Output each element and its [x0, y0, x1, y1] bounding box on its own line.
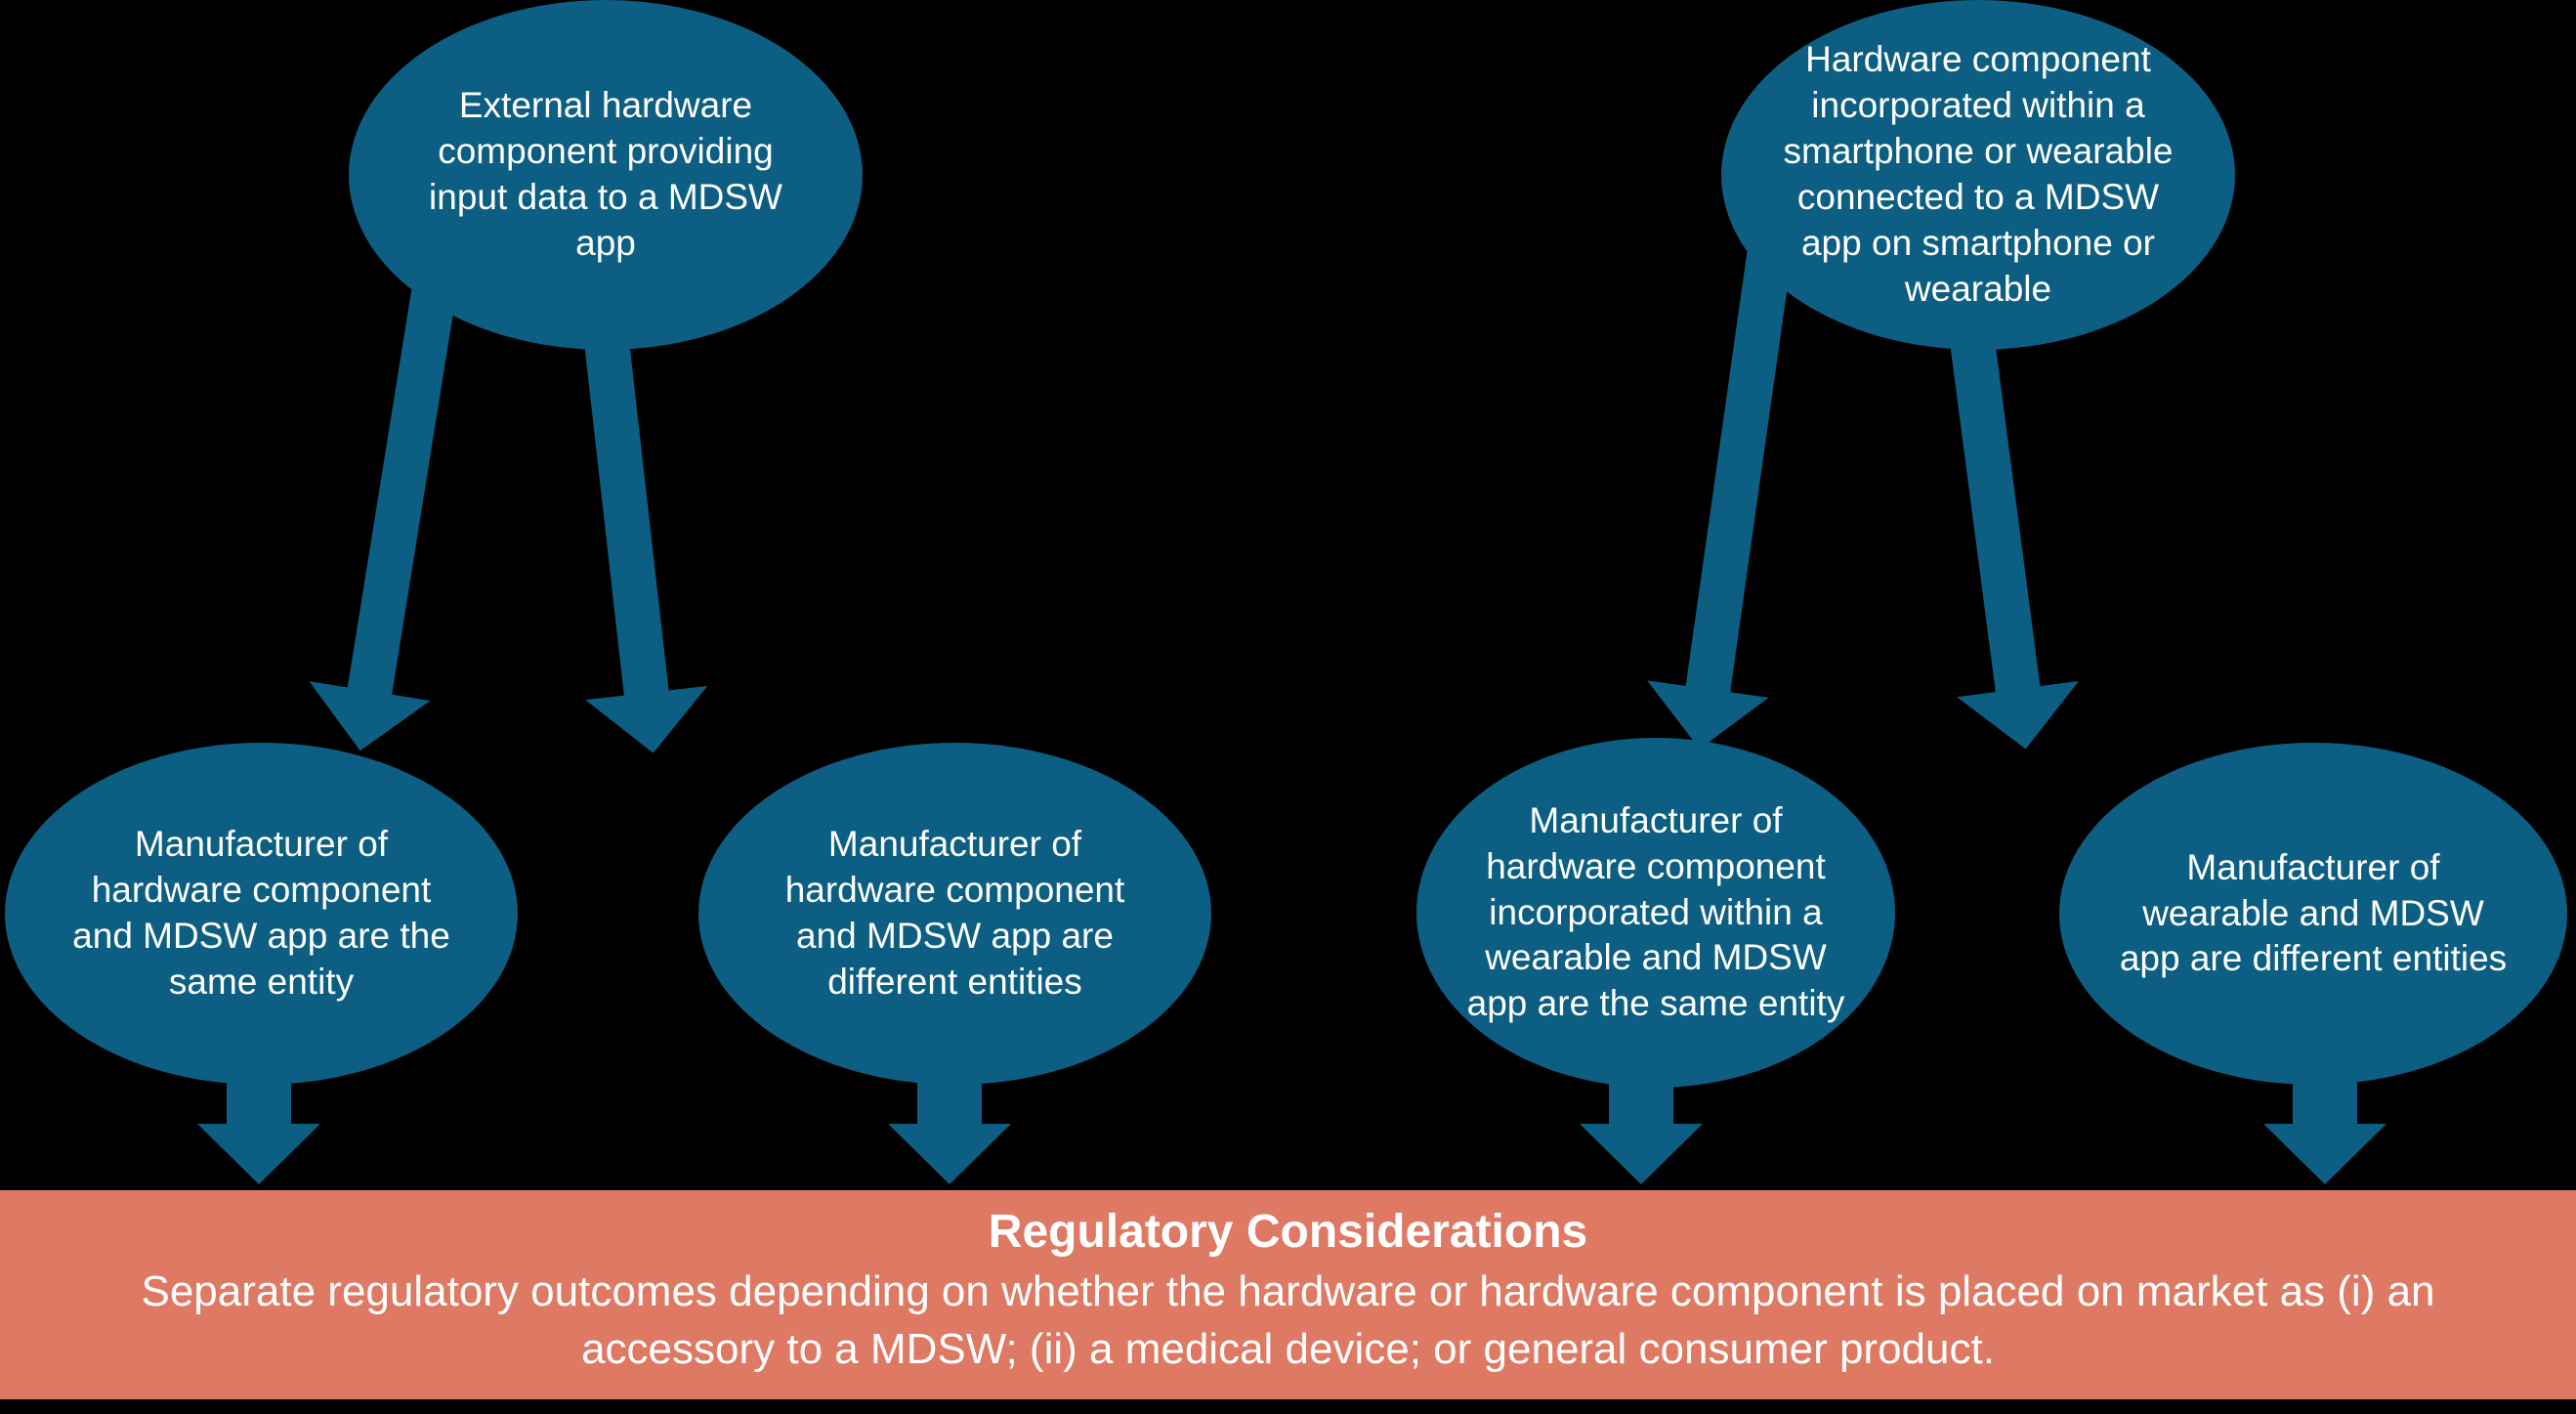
node-different-entities-left: Manufacturer of hardware component and M…: [698, 743, 1211, 1085]
node-same-entity-right: Manufacturer of hardware component incor…: [1416, 738, 1895, 1088]
node-different-entities-right: Manufacturer of wearable and MDSW app ar…: [2059, 743, 2567, 1085]
node-incorporated-hardware: Hardware component incorporated within a…: [1721, 0, 2235, 350]
arrow-top-left-to-same-entity-left: [309, 240, 464, 751]
banner-body: Separate regulatory outcomes depending o…: [141, 1267, 2435, 1373]
node-same-entity-left: Manufacturer of hardware component and M…: [5, 743, 518, 1085]
arrow-top-right-to-same-entity-right: [1647, 245, 1793, 750]
banner-title: Regulatory Considerations: [988, 1206, 1588, 1258]
node-external-hardware: External hardware component providing in…: [349, 0, 863, 350]
regulatory-banner: Regulatory Considerations Separate regul…: [0, 1190, 2576, 1399]
